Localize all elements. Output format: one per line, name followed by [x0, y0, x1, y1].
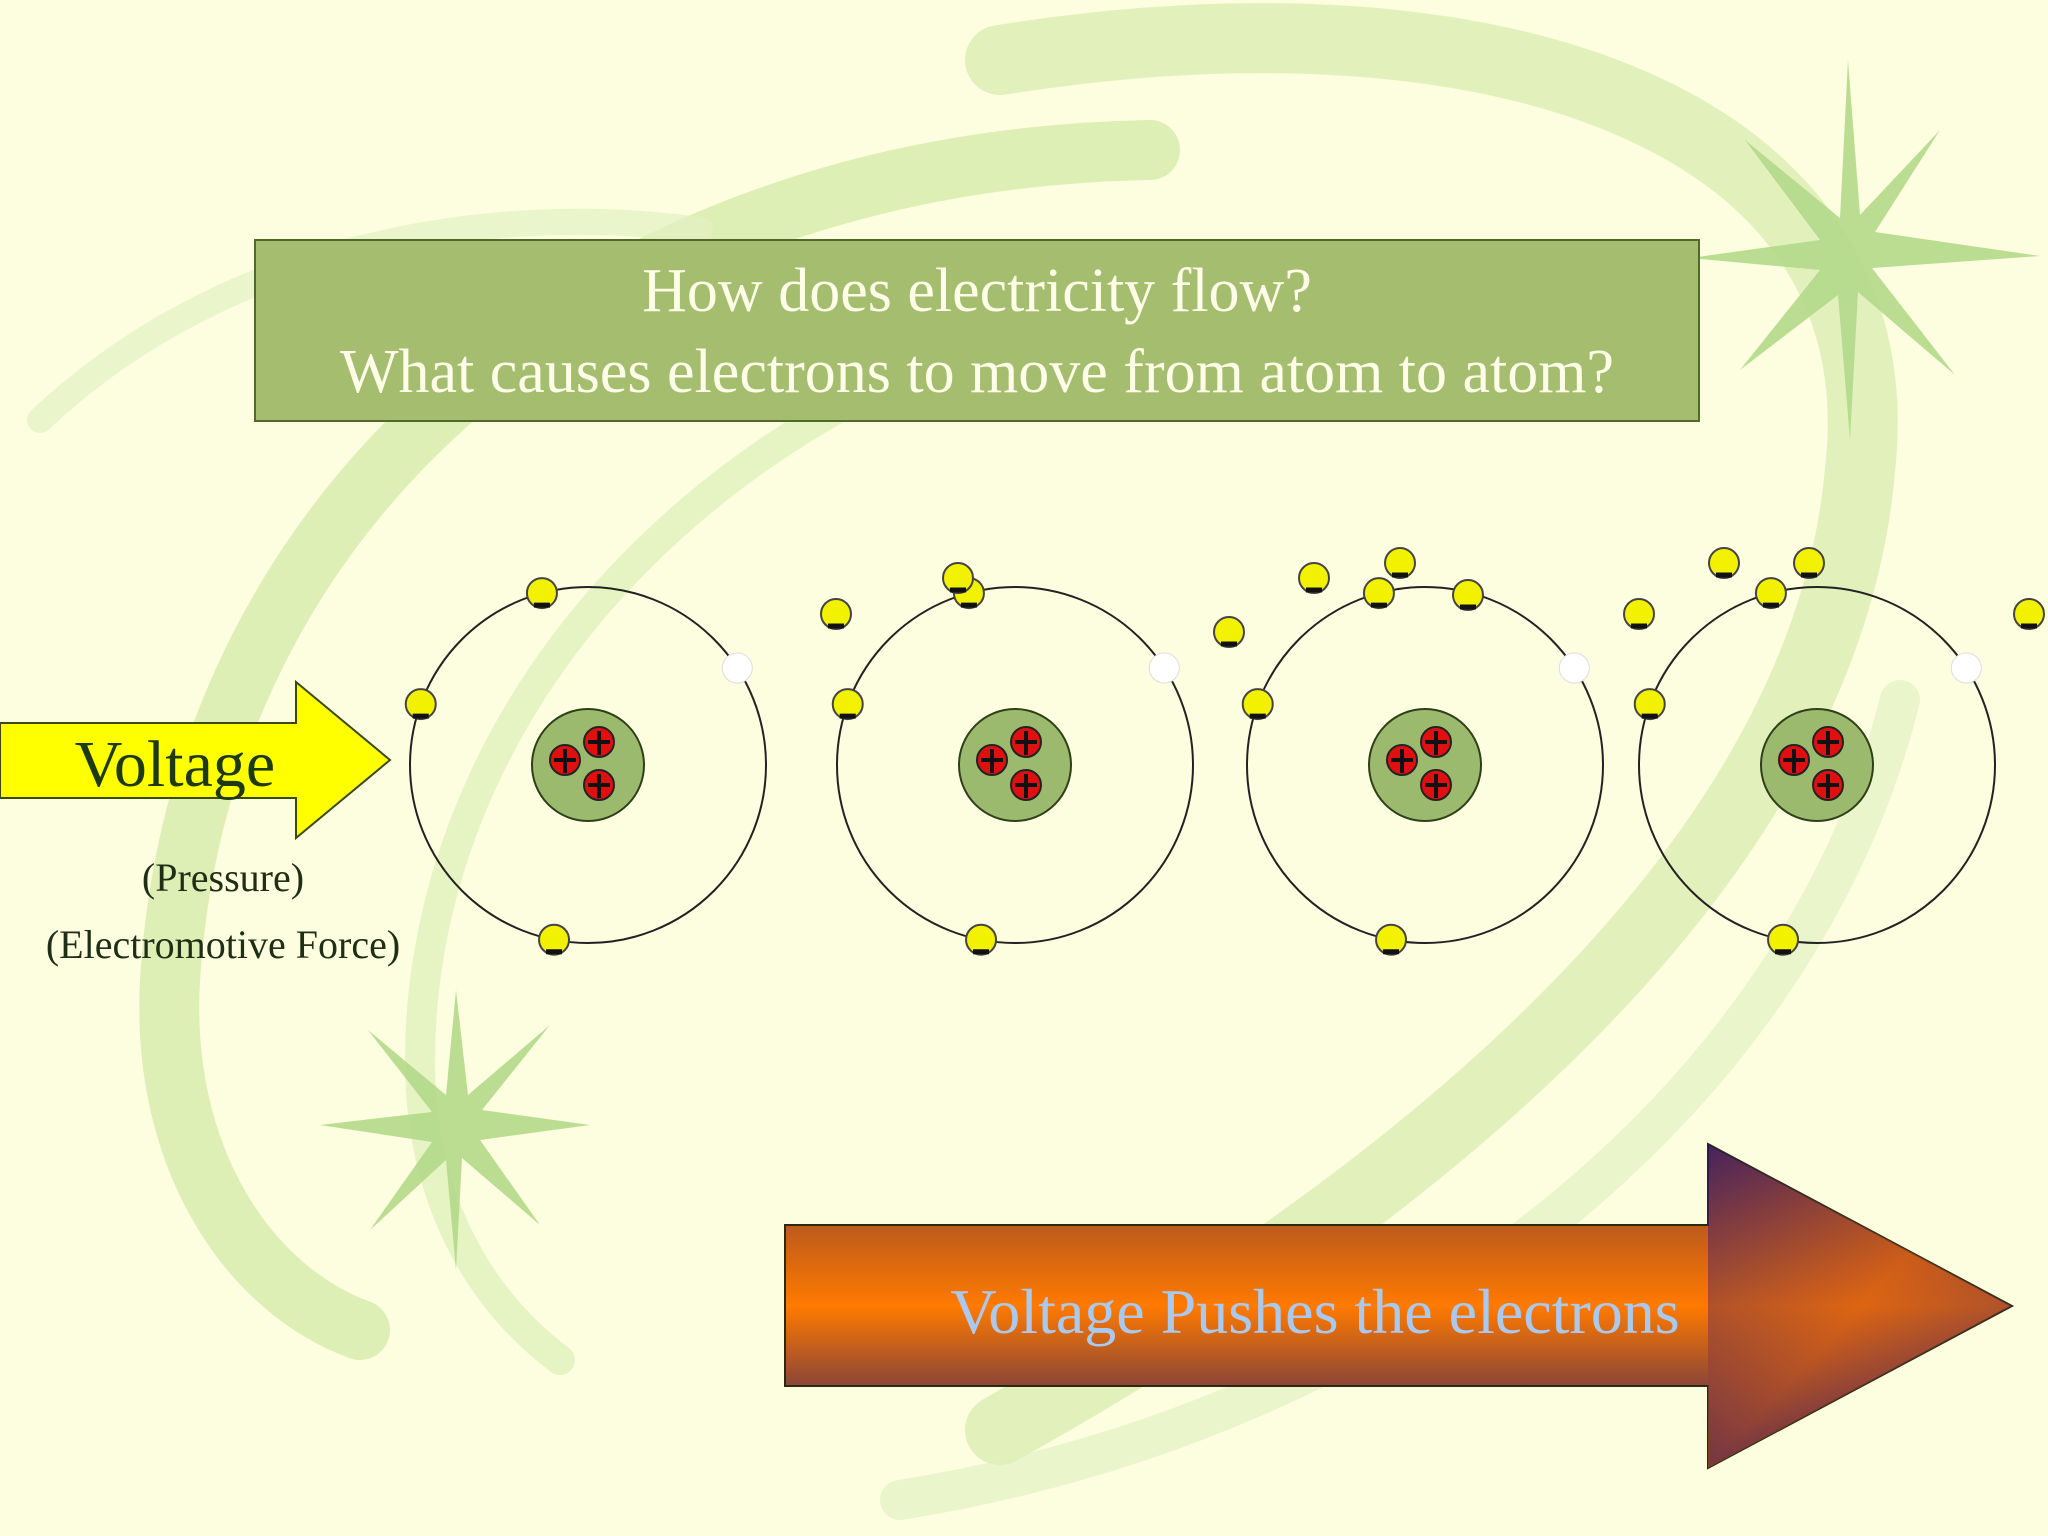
free-electron [1384, 547, 1416, 579]
free-electron [2013, 598, 2045, 630]
nucleus [958, 708, 1072, 822]
atom-4 [1623, 547, 2045, 956]
electron-hole [721, 652, 753, 684]
push-arrow [784, 1142, 2015, 1470]
title-line-1: How does electricity flow? [642, 257, 1312, 325]
free-electron [1452, 579, 1484, 611]
nucleus [1368, 708, 1482, 822]
pressure-label: (Pressure) [141, 855, 305, 900]
orbit [1246, 586, 1604, 944]
push-arrow-label: Voltage Pushes the electrons [950, 1276, 1680, 1347]
atom-3 [1241, 547, 1604, 956]
orbit-electron [831, 688, 864, 721]
orbit-electron [1375, 923, 1408, 956]
electron-hole [1558, 652, 1590, 684]
orbit-electron [1754, 577, 1787, 610]
title-box: How does electricity flow? What causes e… [254, 239, 1700, 422]
title-line-2: What causes electrons to move from atom … [339, 338, 1615, 406]
atom-1 [404, 577, 767, 956]
starburst-small [320, 990, 590, 1270]
atom-2 [820, 562, 1245, 956]
nucleus [531, 708, 645, 822]
orbit-electron [1362, 577, 1395, 610]
proton [1010, 726, 1042, 758]
electron-hole [1950, 652, 1982, 684]
free-electron [1298, 562, 1330, 594]
nucleus [1760, 708, 1874, 822]
proton [1812, 726, 1844, 758]
proton [1812, 769, 1844, 801]
emf-label: (Electromotive Force) [45, 922, 401, 967]
orbit-electron [538, 923, 571, 956]
proton [1420, 769, 1452, 801]
proton [1386, 744, 1418, 776]
orbit-electron [1241, 688, 1274, 721]
free-electron [942, 562, 974, 594]
free-electron [1623, 598, 1655, 630]
proton [1420, 726, 1452, 758]
orbit [1638, 586, 1996, 944]
orbit [836, 586, 1194, 944]
orbit-electron [404, 688, 437, 721]
orbit-electron [1633, 688, 1666, 721]
free-electron [820, 598, 852, 630]
orbit-electron [1767, 923, 1800, 956]
free-electron [1213, 616, 1245, 648]
proton [549, 744, 581, 776]
electron-hole [1148, 652, 1180, 684]
proton [583, 769, 615, 801]
proton [976, 744, 1008, 776]
free-electron [1708, 547, 1740, 579]
proton [1778, 744, 1810, 776]
proton [1010, 769, 1042, 801]
atoms-layer [404, 547, 2045, 956]
voltage-label: Voltage [74, 728, 276, 801]
proton [583, 726, 615, 758]
orbit [409, 586, 767, 944]
voltage-arrow [0, 679, 392, 841]
starburst-large [1690, 60, 2040, 440]
orbit-electron [965, 923, 998, 956]
free-electron [1793, 547, 1825, 579]
orbit-electron [525, 577, 558, 610]
